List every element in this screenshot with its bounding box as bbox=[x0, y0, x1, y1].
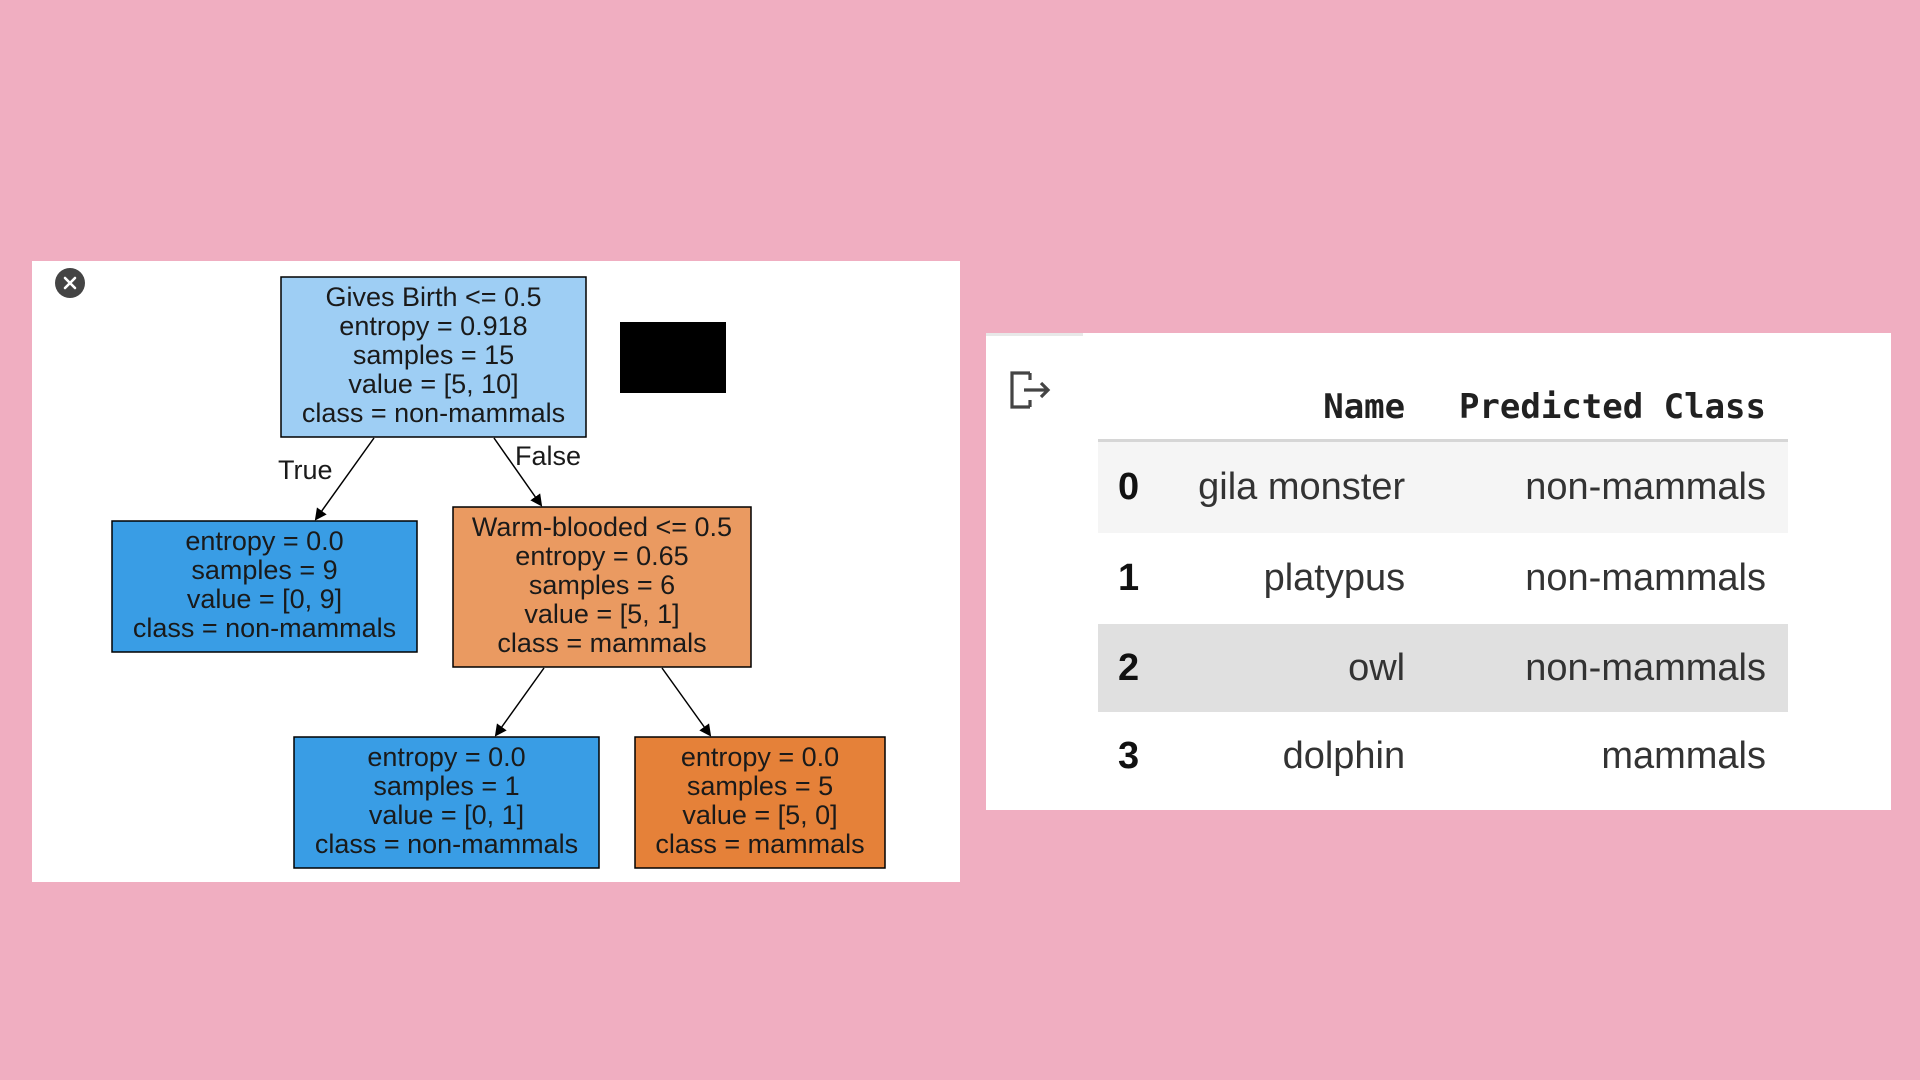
dataframe-table: Name Predicted Class 0 gila monster non-… bbox=[1098, 375, 1788, 801]
column-header-predicted-class: Predicted Class bbox=[1427, 375, 1788, 442]
cell-output-panel: Name Predicted Class 0 gila monster non-… bbox=[986, 333, 1891, 810]
node-line: value = [5, 10] bbox=[348, 369, 518, 399]
node-line: samples = 5 bbox=[687, 771, 833, 801]
cell-name: owl bbox=[1176, 624, 1428, 712]
node-line: class = mammals bbox=[497, 628, 706, 658]
node-line: value = [5, 1] bbox=[524, 599, 679, 629]
tree-node-root: Gives Birth <= 0.5 entropy = 0.918 sampl… bbox=[280, 276, 587, 438]
table-row: 1 platypus non-mammals bbox=[1098, 533, 1788, 624]
cell-name: dolphin bbox=[1176, 712, 1428, 801]
cell-predicted-class: non-mammals bbox=[1427, 440, 1788, 533]
node-line: entropy = 0.65 bbox=[515, 541, 688, 571]
table-row: 0 gila monster non-mammals bbox=[1098, 440, 1788, 533]
node-line: samples = 6 bbox=[529, 570, 675, 600]
edge-label-false: False bbox=[515, 441, 581, 471]
cell-name: gila monster bbox=[1176, 440, 1428, 533]
node-line: samples = 1 bbox=[373, 771, 519, 801]
close-button[interactable] bbox=[55, 268, 85, 298]
cell-name: platypus bbox=[1176, 533, 1428, 624]
tree-node-bottom-right-leaf: entropy = 0.0 samples = 5 value = [5, 0]… bbox=[634, 736, 886, 869]
edge-label-true: True bbox=[278, 455, 333, 485]
node-line: entropy = 0.0 bbox=[681, 742, 839, 772]
node-line: value = [0, 1] bbox=[369, 800, 524, 830]
node-box bbox=[634, 736, 886, 869]
cell-predicted-class: non-mammals bbox=[1427, 533, 1788, 624]
tree-node-warm-blooded: Warm-blooded <= 0.5 entropy = 0.65 sampl… bbox=[452, 506, 752, 668]
output-divider bbox=[986, 333, 1083, 336]
node-line: samples = 15 bbox=[353, 340, 514, 370]
node-line: class = mammals bbox=[655, 829, 864, 859]
row-index: 3 bbox=[1098, 712, 1176, 801]
edge-right-to-bottom-right bbox=[661, 667, 712, 737]
node-line: Gives Birth <= 0.5 bbox=[325, 282, 541, 312]
row-index: 0 bbox=[1098, 440, 1176, 533]
cell-predicted-class: non-mammals bbox=[1427, 624, 1788, 712]
node-line: entropy = 0.0 bbox=[367, 742, 525, 772]
node-line: class = non-mammals bbox=[302, 398, 565, 428]
cell-predicted-class: mammals bbox=[1427, 712, 1788, 801]
edge-root-to-right bbox=[493, 437, 543, 507]
node-box bbox=[452, 506, 752, 668]
node-line: class = non-mammals bbox=[133, 613, 396, 643]
table-row: 3 dolphin mammals bbox=[1098, 712, 1788, 801]
node-box bbox=[293, 736, 600, 869]
column-header-name: Name bbox=[1176, 375, 1428, 442]
edge-right-to-bottom-left bbox=[494, 667, 545, 737]
index-column-header bbox=[1098, 375, 1176, 442]
node-line: class = non-mammals bbox=[315, 829, 578, 859]
table-row: 2 owl non-mammals bbox=[1098, 624, 1788, 712]
node-line: samples = 9 bbox=[191, 555, 337, 585]
tree-node-left-leaf: entropy = 0.0 samples = 9 value = [0, 9]… bbox=[111, 520, 418, 653]
edge-root-to-left bbox=[314, 437, 375, 521]
tree-node-bottom-left-leaf: entropy = 0.0 samples = 1 value = [0, 1]… bbox=[293, 736, 600, 869]
output-redirect-icon[interactable] bbox=[1008, 367, 1054, 413]
decision-tree-graph: True False Gives Birth <= 0.5 entropy = … bbox=[111, 276, 886, 869]
close-icon bbox=[63, 276, 77, 290]
node-line: entropy = 0.918 bbox=[339, 311, 527, 341]
row-index: 2 bbox=[1098, 624, 1176, 712]
node-line: value = [5, 0] bbox=[682, 800, 837, 830]
table-header-row: Name Predicted Class bbox=[1098, 375, 1788, 442]
dataframe-table-wrap: Name Predicted Class 0 gila monster non-… bbox=[1098, 375, 1788, 801]
node-box bbox=[111, 520, 418, 653]
node-line: entropy = 0.0 bbox=[185, 526, 343, 556]
redaction-block bbox=[620, 322, 726, 393]
row-index: 1 bbox=[1098, 533, 1176, 624]
node-box bbox=[280, 276, 587, 438]
decision-tree-panel: True False Gives Birth <= 0.5 entropy = … bbox=[32, 261, 960, 882]
node-line: value = [0, 9] bbox=[187, 584, 342, 614]
node-line: Warm-blooded <= 0.5 bbox=[472, 512, 732, 542]
